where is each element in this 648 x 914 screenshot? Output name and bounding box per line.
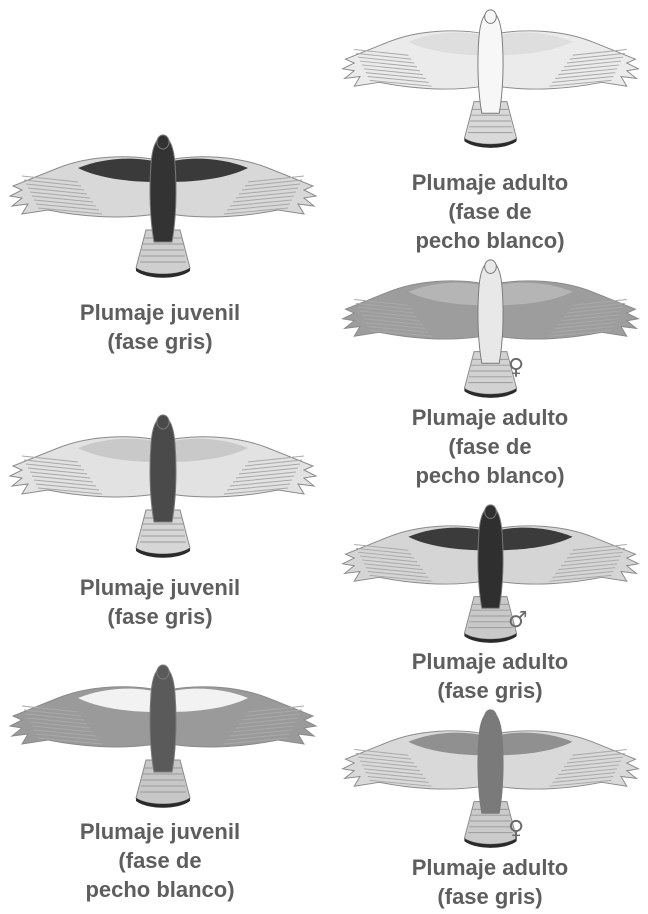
hawk-illustration [338,500,643,645]
caption-line: (fase gris) [10,602,310,631]
caption-line: Plumaje juvenil [10,817,310,846]
caption-line: (fase de [340,197,640,226]
caption: Plumaje juvenil (fase de pecho blanco) [10,817,310,904]
female-symbol: ♀ [508,355,524,380]
head [485,260,497,274]
head [485,505,497,519]
hawk-illustration [8,410,318,560]
body [478,506,503,608]
hawk-illustration [338,705,643,850]
body [478,711,503,813]
caption-line: (fase gris) [340,676,640,705]
caption-line: pecho blanco) [10,875,310,904]
head [157,135,169,149]
body [150,136,176,242]
hawk-illustration [8,660,318,810]
caption-line: pecho blanco) [340,461,640,490]
caption-line: (fase gris) [10,327,310,356]
body [478,11,503,113]
female-symbol: ♀ [508,817,524,842]
caption-line: Plumaje juvenil [10,298,310,327]
caption: Plumaje juvenil (fase gris) [10,298,310,356]
caption: Plumaje adulto (fase gris) [340,647,640,705]
caption-line: Plumaje adulto [340,168,640,197]
caption: Plumaje adulto (fase de pecho blanco) [340,403,640,490]
hawk-illustration [8,130,318,280]
caption-line: (fase gris) [340,882,640,911]
caption-line: (fase de [10,846,310,875]
hawk-illustration [338,5,643,150]
head [157,665,169,679]
caption: Plumaje adulto (fase gris) [340,853,640,911]
caption-line: Plumaje adulto [340,647,640,676]
body [150,666,176,772]
caption-line: Plumaje adulto [340,403,640,432]
head [157,415,169,429]
male-symbol: ♂ [508,608,528,633]
caption-line: (fase de [340,432,640,461]
caption: Plumaje adulto (fase de pecho blanco) [340,168,640,255]
body [478,261,503,363]
head [485,710,497,724]
caption-line: Plumaje adulto [340,853,640,882]
hawk-illustration [338,255,643,400]
caption-line: pecho blanco) [340,226,640,255]
caption: Plumaje juvenil (fase gris) [10,573,310,631]
caption-line: Plumaje juvenil [10,573,310,602]
head [485,10,497,24]
body [150,416,176,522]
